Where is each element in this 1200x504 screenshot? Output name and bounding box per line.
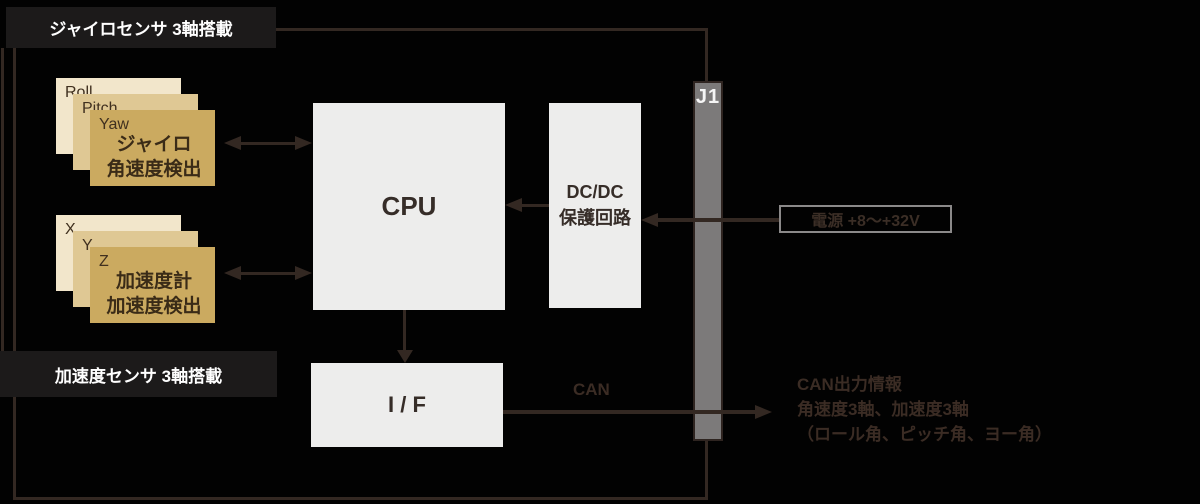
accel-banner: 加速度センサ 3軸搭載 [0, 351, 277, 397]
interface-block-label: I / F [388, 392, 426, 417]
gyro-banner: ジャイロセンサ 3軸搭載 [6, 7, 276, 48]
dcdc-label-line1: DC/DC [566, 182, 624, 203]
power-arrowhead-icon [641, 213, 658, 227]
can-bus-label: CAN [573, 380, 610, 399]
cpu-if-arrowhead-icon [397, 350, 413, 363]
gyro-cpu-arrow-line [238, 142, 298, 145]
dcdc-label-line2: 保護回路 [559, 207, 631, 228]
dcdc-cpu-arrowhead-icon [505, 198, 522, 212]
top-loop-vertical-line [705, 28, 708, 83]
accel-card-z: Z 加速度計 加速度検出 [90, 247, 215, 323]
accel-cpu-arrow-line [238, 272, 298, 275]
accel-banner-label: 加速度センサ 3軸搭載 [54, 366, 223, 386]
gyro-detection-title: ジャイロ 角速度検出 [93, 130, 215, 184]
can-arrowhead-icon [755, 405, 772, 419]
can-output-line2: 角速度3軸、加速度3軸 [797, 400, 969, 419]
accel-card-x-label: X [65, 221, 76, 238]
cpu-block: CPU [313, 103, 505, 310]
power-supply-label-box: 電源 +8〜+32V [779, 205, 952, 233]
gyro-cpu-arrowhead-left-icon [224, 136, 241, 150]
gyro-detection-title-line1: ジャイロ [116, 134, 192, 156]
accel-detection-title-line2: 加速度検出 [106, 296, 202, 318]
gyro-card-yaw: Yaw ジャイロ 角速度検出 [90, 110, 215, 186]
power-arrow-line [655, 218, 779, 222]
j1-connector-label: J1 [695, 86, 721, 108]
can-output-line1: CAN出力情報 [797, 375, 902, 394]
accel-cpu-arrowhead-right-icon [295, 266, 312, 280]
dcdc-cpu-arrow-line [519, 204, 549, 207]
bottom-loop-vertical-line [705, 441, 708, 500]
dcdc-block-label: DC/DC 保護回路 [559, 180, 631, 230]
can-output-description: CAN出力情報 角速度3軸、加速度3軸 （ロール角、ピッチ角、ヨー角） [797, 372, 1052, 447]
accel-detection-title-line1: 加速度計 [115, 271, 192, 293]
top-loop-horizontal-line [276, 28, 708, 31]
gyro-cpu-arrowhead-right-icon [295, 136, 312, 150]
gyro-banner-label: ジャイロセンサ 3軸搭載 [49, 20, 233, 39]
left-bracket-outer-line [1, 48, 4, 351]
accel-card-y-label: Y [82, 237, 93, 254]
accel-detection-title: 加速度計 加速度検出 [93, 267, 215, 321]
bottom-loop-horizontal-line [13, 497, 708, 500]
left-bracket-inner-line [13, 48, 16, 500]
accel-cpu-arrowhead-left-icon [224, 266, 241, 280]
j1-connector: J1 [693, 81, 723, 441]
cpu-if-arrow-line [403, 310, 406, 352]
cpu-block-label: CPU [381, 191, 437, 221]
gyro-card-yaw-label: Yaw [99, 116, 129, 133]
gyro-detection-title-line2: 角速度検出 [106, 159, 202, 181]
accel-card-z-label: Z [99, 253, 109, 270]
power-supply-label: 電源 +8〜+32V [811, 213, 920, 230]
interface-block: I / F [311, 363, 503, 447]
can-bus-line [503, 410, 756, 414]
can-output-line3: （ロール角、ピッチ角、ヨー角） [797, 425, 1052, 444]
dcdc-block: DC/DC 保護回路 [549, 103, 641, 308]
